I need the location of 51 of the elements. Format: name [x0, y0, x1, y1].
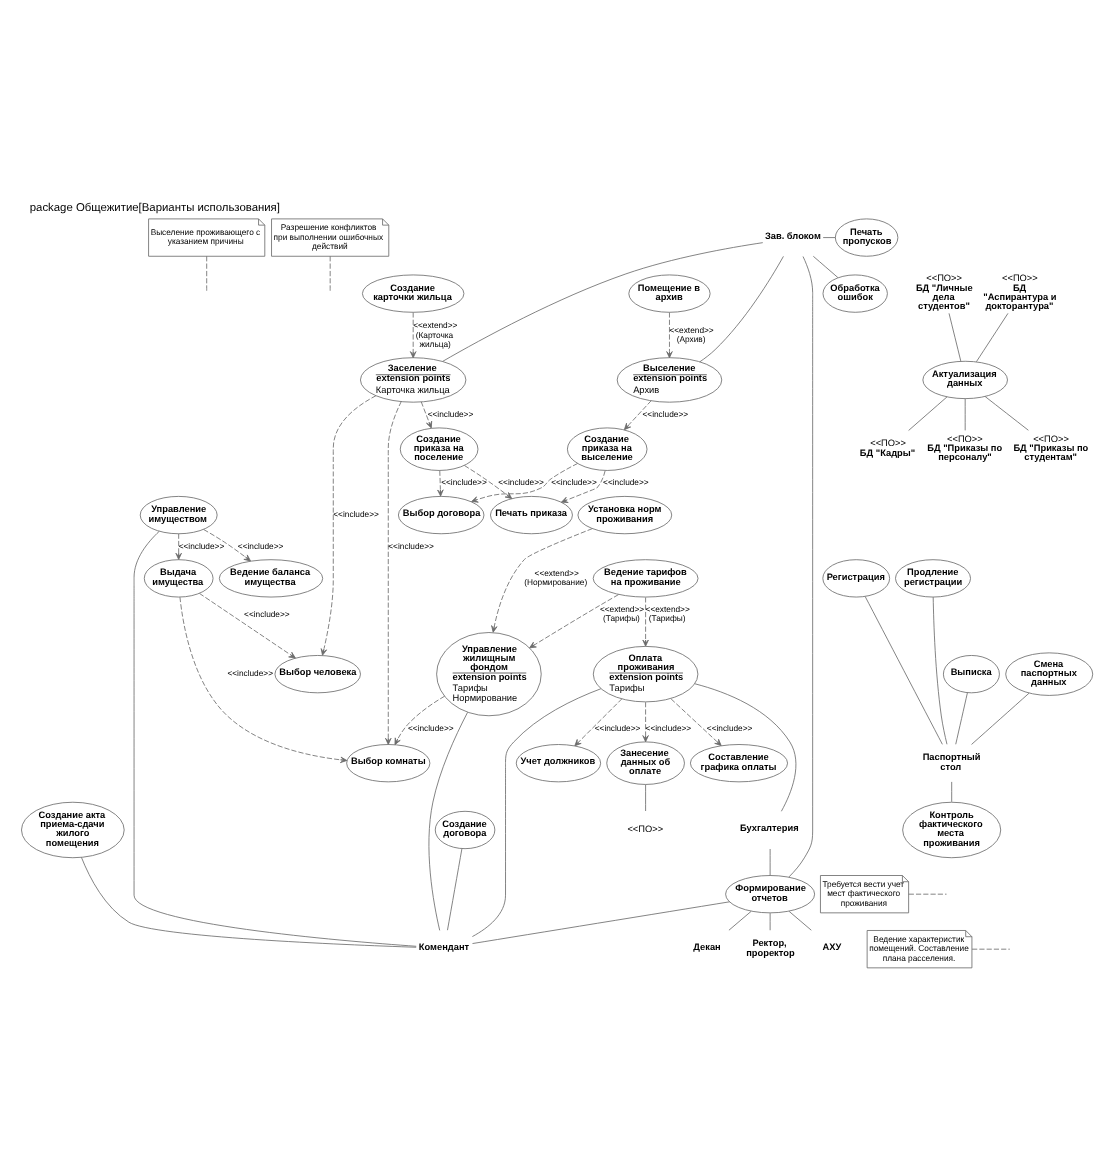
connector — [447, 848, 463, 931]
arrow — [670, 698, 722, 746]
connector — [948, 312, 962, 362]
arrow — [529, 594, 619, 649]
arrow — [420, 401, 433, 429]
arrow — [561, 470, 606, 503]
connector — [81, 857, 417, 948]
connector — [472, 901, 730, 944]
connector — [984, 396, 1029, 431]
arrow — [175, 533, 182, 560]
arrow — [464, 465, 513, 499]
connector — [694, 683, 797, 812]
connector — [955, 692, 968, 745]
connector — [442, 242, 764, 362]
arrow — [437, 470, 444, 497]
arrow — [409, 312, 417, 359]
connector — [728, 910, 752, 931]
arrow — [320, 395, 377, 656]
arrow — [179, 596, 348, 764]
connector — [908, 396, 948, 431]
connector — [822, 237, 836, 238]
connector — [428, 711, 468, 931]
connector — [329, 255, 331, 293]
arrow — [394, 695, 445, 746]
arrow — [203, 529, 251, 562]
arrow — [491, 528, 593, 633]
arrow — [471, 463, 578, 503]
connector — [951, 781, 953, 803]
connector — [964, 398, 966, 431]
connector — [976, 312, 1009, 363]
connector — [908, 893, 947, 895]
connector — [206, 255, 208, 293]
connector — [864, 596, 943, 745]
arrow — [574, 698, 623, 747]
connector — [133, 530, 417, 947]
connector — [971, 692, 1030, 745]
connector — [699, 255, 784, 363]
connector — [932, 596, 948, 745]
arrow — [642, 701, 649, 743]
connector — [788, 910, 812, 931]
connector — [769, 912, 771, 931]
connector — [971, 948, 1011, 950]
arrow — [623, 400, 652, 431]
connector — [812, 255, 839, 278]
arrow — [642, 597, 649, 647]
arrow — [385, 401, 402, 745]
connector — [788, 256, 814, 878]
arrow — [666, 312, 673, 359]
connector — [769, 848, 771, 876]
arrow — [199, 593, 296, 659]
connector — [645, 784, 646, 812]
